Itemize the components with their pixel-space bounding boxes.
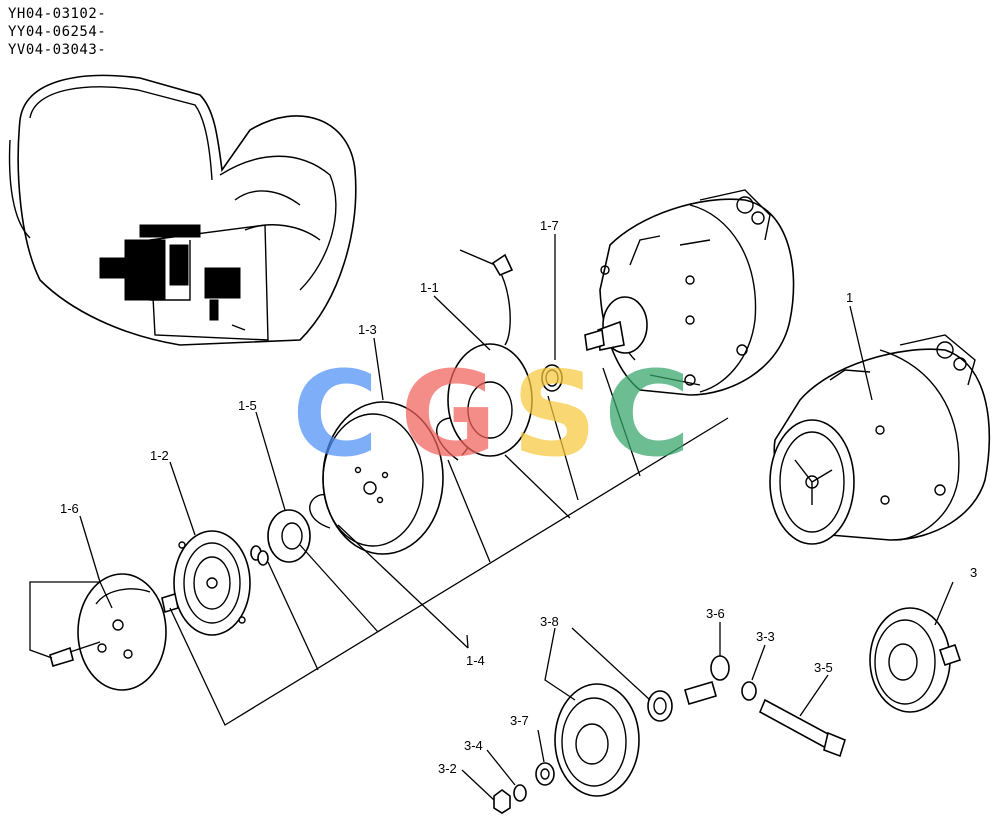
label-1-5: 1-5 [238, 398, 257, 413]
idler-pulley [554, 683, 640, 797]
label-3-8: 3-8 [540, 614, 559, 629]
label-1: 1 [846, 290, 853, 305]
label-1-6: 1-6 [60, 501, 79, 516]
compressor-assembly [769, 334, 991, 545]
idler-pulley-assembly [869, 607, 962, 713]
label-1-2: 1-2 [150, 448, 169, 463]
machine-cab-illustration [8, 74, 357, 346]
leader-lines [29, 234, 954, 801]
watermark-letter-s: S [512, 345, 597, 483]
label-3-6: 3-6 [706, 606, 725, 621]
serial-number-3: YV04-03043- [8, 42, 107, 58]
label-3-7: 3-7 [510, 713, 529, 728]
label-1-4: 1-4 [466, 653, 485, 668]
clutch-front-plate [49, 573, 167, 691]
serial-number-1: YH04-03102- [8, 6, 107, 22]
label-3-2: 3-2 [438, 761, 457, 776]
stator-coil [447, 249, 533, 457]
watermark-letter-c1: C [292, 345, 379, 483]
label-3-4: 3-4 [464, 738, 483, 753]
pulley-bushing [647, 690, 673, 722]
watermark-letter-c2: C [604, 345, 691, 483]
label-1-7: 1-7 [540, 218, 559, 233]
hex-nut [493, 789, 511, 814]
serial-number-2: YY04-06254- [8, 24, 107, 40]
watermark-logo: C G S C [292, 345, 691, 483]
shim-washers [161, 545, 269, 614]
eccentric-bolt [684, 655, 730, 705]
flat-washer [535, 762, 555, 786]
shaft-seal [541, 364, 563, 392]
lock-washer [741, 681, 757, 701]
label-1-1: 1-1 [420, 280, 439, 295]
callout-labels: 1 1-1 1-2 1-3 1-4 1-5 1-6 1-7 3 3-2 3-3 … [60, 218, 977, 776]
long-bolt [758, 698, 846, 758]
compressor-body-exploded [584, 189, 795, 396]
label-3-3: 3-3 [756, 629, 775, 644]
spring-washer [513, 784, 527, 802]
label-3: 3 [970, 565, 977, 580]
armature-plate [173, 530, 251, 636]
watermark-letter-g: G [400, 345, 497, 483]
pulley [322, 401, 444, 555]
label-3-5: 3-5 [814, 660, 833, 675]
spacer-ring [267, 509, 311, 563]
label-1-3: 1-3 [358, 322, 377, 337]
